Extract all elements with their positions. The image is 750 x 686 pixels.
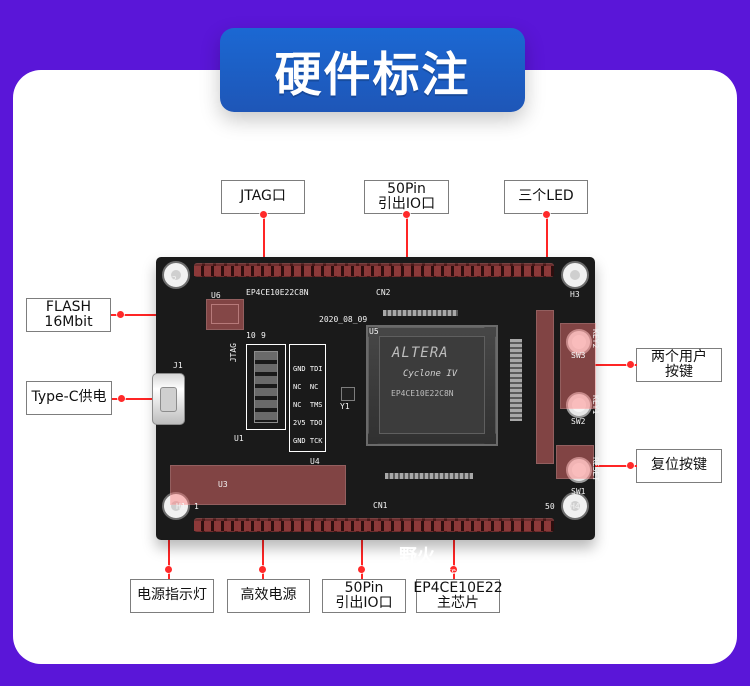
jtag-pin-4: 2V5 TDO <box>293 419 323 427</box>
flash-dot <box>117 311 124 318</box>
bottom-pin-strip <box>194 521 554 531</box>
reset-button <box>566 457 592 483</box>
h2-label: H2 <box>167 275 177 284</box>
u5-label: U5 <box>369 327 379 336</box>
user-keys-label: 两个用户 按键 <box>636 348 722 382</box>
key1-button <box>566 329 592 355</box>
reset-line <box>579 465 637 467</box>
bottom-left-smd-row <box>385 473 473 479</box>
mount-hole-bottom-right <box>561 492 589 520</box>
typec-dot <box>118 395 125 402</box>
crystal <box>341 387 355 401</box>
u3-label: U3 <box>218 480 228 489</box>
jtag-pin-2: NC NC <box>293 383 319 391</box>
board-date: 2020_08_09 <box>319 315 368 324</box>
y1-label: Y1 <box>340 402 350 411</box>
jtag-pin-5: GND TCK <box>293 437 323 445</box>
bottom-io-line <box>361 523 363 579</box>
main-chip-inner <box>379 336 485 434</box>
brand-subtitle: www.embedfire.com <box>399 567 475 575</box>
user-keys-dot-end <box>627 361 634 368</box>
typec-label: Type-C供电 <box>26 381 112 415</box>
cn2-label: CN2 <box>376 288 391 297</box>
pin-50-label: 50 <box>545 502 555 511</box>
power-supply-dot-end <box>259 566 266 573</box>
right-smd-row <box>510 339 522 421</box>
jtag-dot <box>260 211 267 218</box>
power-led-label: 电源指示灯 <box>130 579 214 613</box>
mount-hole-top-right <box>561 261 589 289</box>
h3-label: H3 <box>570 290 580 299</box>
typec-connector <box>152 373 185 425</box>
sw2-label: SW2 <box>571 417 586 426</box>
main-fpga-chip: ALTERA Cyclone IV EP4CE10E22C8N <box>366 325 498 446</box>
jtag-header <box>246 344 286 430</box>
reset-label: 复位按键 <box>636 449 722 483</box>
jtag-pin-3: NC TMS <box>293 401 323 409</box>
led-region <box>536 310 554 464</box>
flash-region <box>206 299 244 330</box>
reset-label-board: RESET <box>591 457 600 482</box>
brand-name: 野火 <box>399 546 435 567</box>
chip-model: Cyclone IV <box>403 369 458 379</box>
main-chip-dot-end <box>450 566 457 573</box>
top-left-smd-row <box>383 310 458 316</box>
key2-label: KEY2 <box>591 329 600 349</box>
key2-button <box>566 392 592 418</box>
pin-10-label: 10 <box>246 331 256 340</box>
fpga-board: ALTERA Cyclone IV EP4CE10E22C8N GND TDI … <box>152 257 600 575</box>
page-title: 硬件标注 <box>220 28 525 112</box>
three-led-label: 三个LED <box>504 180 588 214</box>
reset-region <box>556 445 594 479</box>
top-pin-strip <box>194 266 554 276</box>
power-region <box>170 465 346 505</box>
cn1-label: CN1 <box>373 501 388 510</box>
flash-label: FLASH 16Mbit <box>26 298 111 332</box>
chip-brand: ALTERA <box>392 345 449 361</box>
key1-label: KEY1 <box>591 395 600 415</box>
user-keys-line <box>589 364 637 366</box>
j1-label: J1 <box>173 361 183 370</box>
reset-dot-end <box>627 462 634 469</box>
jtag-label: JTAG口 <box>221 180 305 214</box>
sw1-label: SW1 <box>571 487 586 496</box>
sw3-label: SW3 <box>571 351 586 360</box>
jtag-label-board: JTAG <box>229 343 238 363</box>
power-led-dot-end <box>165 566 172 573</box>
bottom-io-label: 50Pin 引出IO口 <box>322 579 406 613</box>
chip-marking: EP4CE10E22C8N <box>391 389 454 398</box>
h4-label: H4 <box>570 502 580 511</box>
mount-hole-top-left <box>162 261 190 289</box>
top-io-label: 50Pin 引出IO口 <box>364 180 449 214</box>
brand-logo: 野火 www.embedfire.com <box>399 548 474 575</box>
jtag-pin-1: GND TDI <box>293 365 323 373</box>
u1-label: U1 <box>234 434 244 443</box>
main-chip-label: EP4CE10E22 主芯片 <box>413 579 503 613</box>
board-name: EP4CE10E22C8N <box>246 288 309 297</box>
pin-1-label: 1 <box>194 502 199 511</box>
pin-9-label: 9 <box>261 331 266 340</box>
keys-region <box>560 323 596 409</box>
flash-chip <box>211 304 239 324</box>
three-led-dot <box>543 211 550 218</box>
jtag-pin-map <box>289 344 326 452</box>
typec-line <box>112 398 164 400</box>
mount-hole-bottom-left <box>162 492 190 520</box>
top-io-dot <box>403 211 410 218</box>
u6-label: U6 <box>211 291 221 300</box>
bottom-io-dot-end <box>358 566 365 573</box>
top-io-line <box>406 214 408 272</box>
h1-label: H1 <box>176 502 186 511</box>
u4-label: U4 <box>310 457 320 466</box>
power-supply-label: 高效电源 <box>227 579 310 613</box>
